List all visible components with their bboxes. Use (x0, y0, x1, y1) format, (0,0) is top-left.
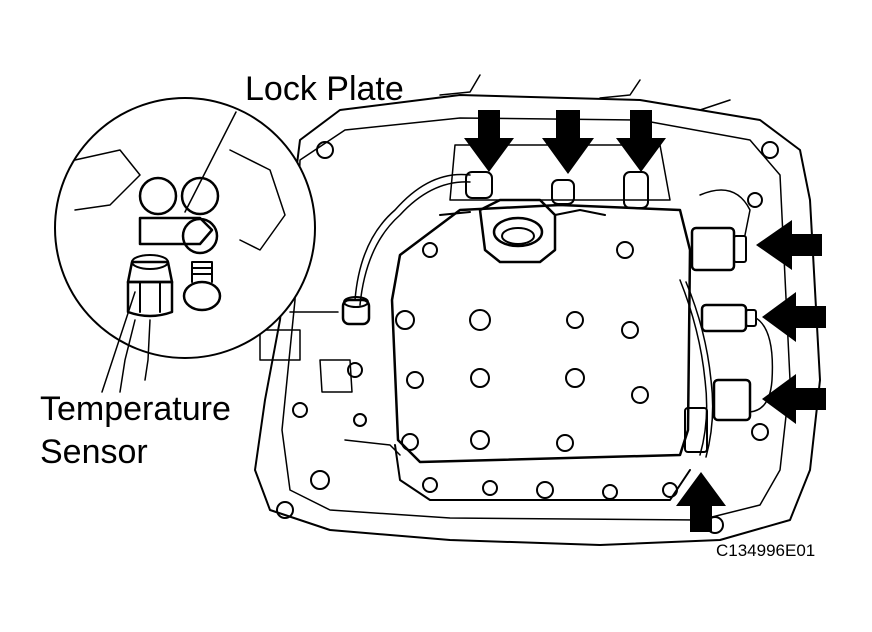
arrow-left-1 (756, 220, 822, 270)
temperature-sensor-label: Temperature Sensor (40, 388, 231, 474)
temperature-sensor-leader (101, 291, 136, 393)
magnified-inset (54, 97, 316, 393)
temperature-label-line1: Temperature (40, 390, 231, 428)
arrow-left-3 (762, 374, 826, 424)
arrow-down-1 (464, 110, 514, 172)
arrow-left-2 (762, 292, 826, 342)
wiring-harness (344, 173, 774, 458)
temperature-label-line2: Sensor (40, 433, 148, 471)
figure-code: C134996E01 (716, 541, 816, 560)
lock-plate-label: Lock Plate (245, 70, 404, 108)
arrow-down-2 (542, 110, 594, 174)
arrow-down-3 (616, 110, 666, 172)
lock-plate-leader (184, 111, 237, 213)
temperature-sensor-part (341, 296, 371, 326)
arrow-up-1 (676, 472, 726, 532)
transmission-case (254, 74, 821, 546)
solenoid-connectors (684, 189, 757, 453)
valve-body (390, 144, 692, 501)
